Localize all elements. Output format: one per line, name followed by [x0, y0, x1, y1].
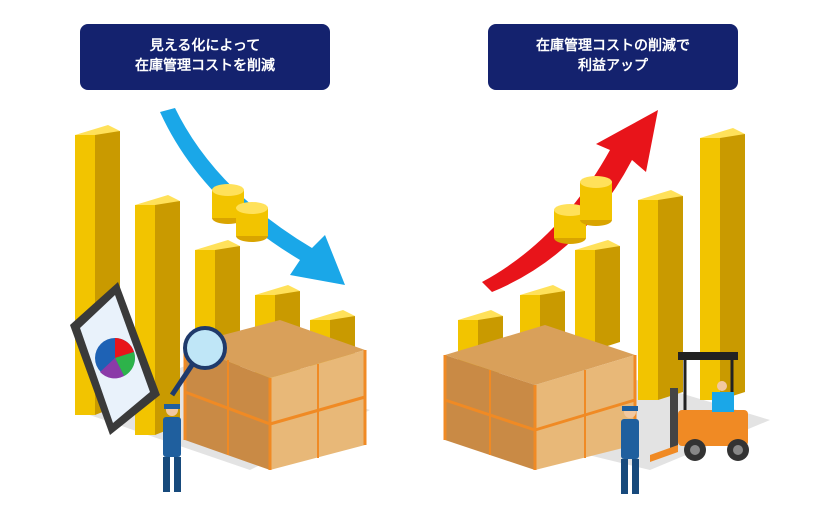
- worker-figure-icon: [621, 406, 639, 494]
- left-scene: [70, 108, 370, 492]
- warehouse-rack: [183, 320, 367, 470]
- worker-figure-icon: [163, 404, 181, 492]
- warehouse-rack: [443, 325, 637, 470]
- up-trend-arrow: [482, 110, 658, 292]
- right-scene: [443, 110, 770, 494]
- tablet-pie-chart-icon: [70, 282, 160, 435]
- right-panel: 在庫管理コストの削減で 利益アップ: [410, 0, 820, 520]
- left-panel: 見える化によって 在庫管理コストを削減: [70, 24, 370, 492]
- left-caption-line2: 在庫管理コストを削減: [135, 58, 275, 74]
- down-trend-arrow: [160, 108, 345, 285]
- right-caption-line1: 在庫管理コストの削減で: [536, 38, 690, 54]
- bar: [700, 128, 745, 400]
- bar: [638, 190, 683, 400]
- coin-stack-icon: [212, 184, 268, 242]
- right-caption-line2: 利益アップ: [578, 58, 648, 74]
- bar: [575, 240, 620, 350]
- left-caption-box: 見える化によって 在庫管理コストを削減: [80, 24, 330, 90]
- right-caption-box: 在庫管理コストの削減で 利益アップ: [488, 24, 738, 90]
- magnifier-icon: [169, 326, 227, 397]
- left-caption-line1: 見える化によって: [149, 38, 261, 54]
- forklift-icon: [650, 352, 749, 462]
- coin-stack-icon: [554, 176, 612, 244]
